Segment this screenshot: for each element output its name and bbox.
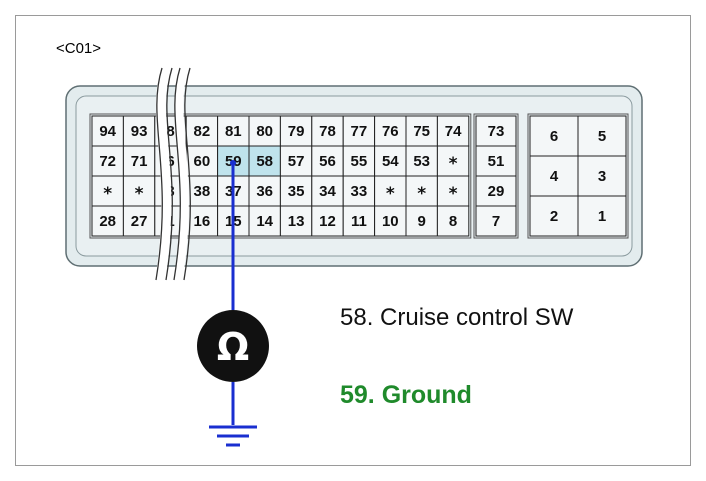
pin-number: 2 <box>550 208 558 225</box>
pin-number: 8 <box>449 213 457 230</box>
pin-number: 33 <box>351 183 368 200</box>
pin-cell <box>475 115 517 147</box>
pin-cell <box>436 205 470 237</box>
pin-cell <box>279 205 313 237</box>
pin-cell <box>248 205 281 237</box>
pin-number: 1 <box>598 208 606 225</box>
pin-number: 3 <box>598 168 606 185</box>
pin-cell <box>342 175 376 207</box>
pin-number: 76 <box>382 123 399 140</box>
pin-58-label: 58. Cruise control SW <box>340 304 574 331</box>
pin-cell <box>405 175 438 207</box>
pin-number: 5 <box>598 128 606 145</box>
pin-number: 81 <box>225 123 242 140</box>
pin-star: * <box>103 184 112 204</box>
pin-cell <box>185 205 219 237</box>
pin-cell <box>311 145 344 177</box>
pin-number: 27 <box>131 213 148 230</box>
pin-number: 54 <box>382 153 399 170</box>
pin-number: 29 <box>488 183 505 200</box>
pin-number: 57 <box>288 153 305 170</box>
pin-cell <box>475 205 517 237</box>
right-pin-block <box>527 113 629 239</box>
ohm-symbol: Ω <box>217 325 249 369</box>
pin-number: 13 <box>288 213 305 230</box>
pin-cell <box>122 205 156 237</box>
pin-cell <box>436 145 470 177</box>
pin-number: 77 <box>351 123 368 140</box>
pin-number: 94 <box>99 123 116 140</box>
pin-number: 38 <box>194 183 211 200</box>
pin-number: 28 <box>99 213 116 230</box>
pin-59-label: 59. Ground <box>340 381 472 409</box>
pin-number: 12 <box>319 213 336 230</box>
pin-number: 16 <box>194 213 211 230</box>
pin-cell <box>342 205 376 237</box>
pin-star: * <box>449 154 458 174</box>
pin-number: 8 <box>166 123 174 140</box>
pin-cell <box>405 205 438 237</box>
pin-cell <box>529 115 579 157</box>
pin-cell <box>374 175 407 207</box>
pin-number: 78 <box>319 123 336 140</box>
ground-icon <box>209 425 257 447</box>
pin-number: 73 <box>488 123 505 140</box>
pin-cell <box>217 115 250 147</box>
pin-number: 80 <box>256 123 273 140</box>
pin-cell <box>475 175 517 207</box>
pin-number: 75 <box>413 123 430 140</box>
pin-cell <box>475 145 517 177</box>
middle-pin-block <box>473 113 519 239</box>
pin-number: 71 <box>131 153 148 170</box>
pin-number: 34 <box>319 183 336 200</box>
pin-cell <box>436 115 470 147</box>
pin-cell <box>529 195 579 237</box>
pin-number: 10 <box>382 213 399 230</box>
pin-cell <box>577 155 627 197</box>
pin-number: 58 <box>256 153 273 170</box>
pin-number: 9 <box>418 213 426 230</box>
pin-star: * <box>417 184 426 204</box>
pin-cell <box>405 115 438 147</box>
pin-number: 53 <box>413 153 430 170</box>
pin-cell <box>248 145 281 177</box>
pin-cell <box>279 145 313 177</box>
pin-cell <box>185 145 219 177</box>
pin-number: 6 <box>550 128 558 145</box>
pin-number: 4 <box>550 168 559 185</box>
pin-number: 56 <box>319 153 336 170</box>
pin-star: * <box>386 184 395 204</box>
pin-cell <box>248 175 281 207</box>
pin-cell <box>577 195 627 237</box>
probe-wire <box>230 160 236 425</box>
pin-number: 93 <box>131 123 148 140</box>
pin-star: * <box>135 184 144 204</box>
pin-number: 79 <box>288 123 305 140</box>
pin-number: 14 <box>256 213 273 230</box>
pin-cell <box>311 205 344 237</box>
pin-cell <box>342 145 376 177</box>
pin-number: 35 <box>288 183 305 200</box>
pin-number: 72 <box>99 153 116 170</box>
probe-tip <box>230 160 236 166</box>
pin-star: * <box>449 184 458 204</box>
pin-number: 11 <box>351 213 367 230</box>
main-pin-block <box>89 113 472 239</box>
pin-number: 60 <box>194 153 211 170</box>
pin-cell <box>577 115 627 157</box>
connector-break-mark <box>155 66 191 281</box>
pin-number: 55 <box>351 153 368 170</box>
pin-number: 51 <box>488 153 505 170</box>
connector-label: <C01> <box>56 40 102 57</box>
pin-number: 7 <box>492 213 500 230</box>
ohmmeter-icon: Ω <box>197 310 269 382</box>
pin-cell <box>248 115 281 147</box>
pin-cell <box>91 205 124 237</box>
pin-number: 36 <box>256 183 273 200</box>
pin-number: 74 <box>445 123 462 140</box>
pin-number: 82 <box>194 123 211 140</box>
